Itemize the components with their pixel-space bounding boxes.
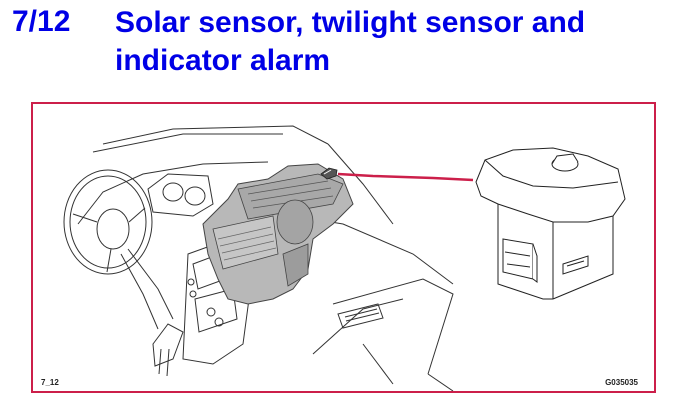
hvac-unit	[202, 163, 354, 305]
solar-sensor-detail	[475, 147, 626, 300]
steering-wheel	[63, 169, 174, 330]
sensor-location-marker	[320, 167, 338, 180]
dashboard-illustration	[63, 125, 626, 391]
figure-id-label: 7_12	[41, 378, 59, 387]
figure-reference-code: G035035	[605, 378, 638, 387]
instrument-cluster	[147, 173, 214, 217]
figure-frame: 7_12 G035035	[31, 102, 656, 393]
air-vent-right	[337, 303, 384, 329]
section-number: 7/12	[12, 5, 71, 38]
section-title: Solar sensor, twilight sensor and indica…	[115, 6, 586, 77]
pointer-line	[337, 172, 474, 182]
